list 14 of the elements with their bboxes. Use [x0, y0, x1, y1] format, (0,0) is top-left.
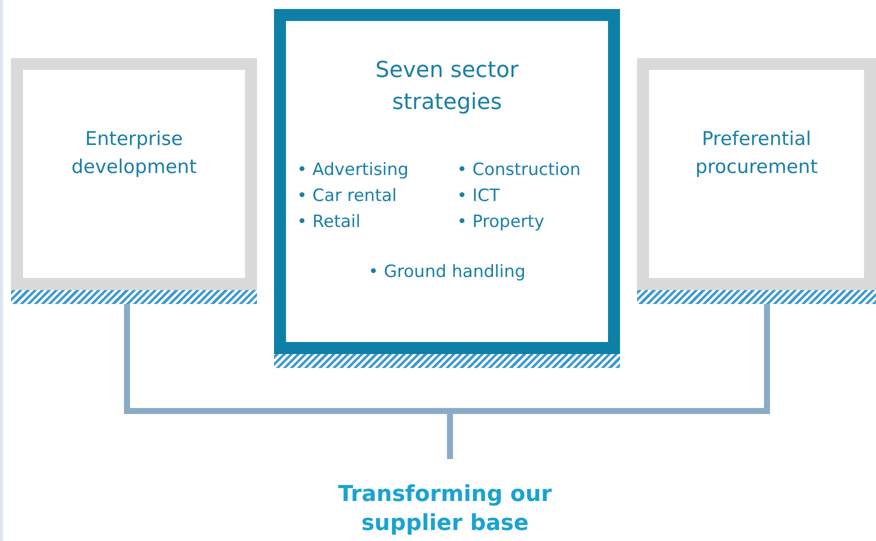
list-item: • ICT: [457, 184, 501, 207]
list-item: • Car rental: [297, 184, 398, 207]
box-title: Enterprise development: [70, 127, 198, 180]
outcome-text: Transforming our supplier base: [300, 480, 590, 540]
list-item: • Retail: [297, 210, 362, 233]
list-item: • Advertising: [297, 158, 410, 181]
box-title: Seven sector strategies: [374, 57, 520, 117]
box-title: Preferential procurement: [694, 127, 819, 180]
pillar-box: [11, 58, 257, 304]
list-item: • Property: [457, 210, 546, 233]
list-item: • Construction: [457, 158, 582, 181]
strategy-box: [274, 9, 620, 368]
pillar-box: [637, 58, 876, 304]
list-item: • Ground handling: [368, 260, 526, 283]
